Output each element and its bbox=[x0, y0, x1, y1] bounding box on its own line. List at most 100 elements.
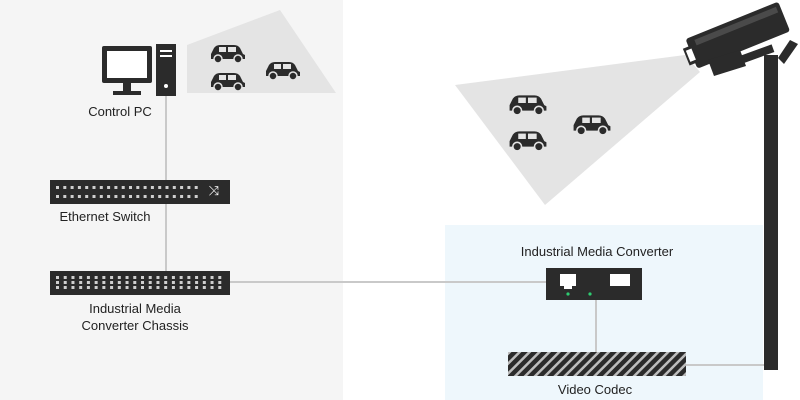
port-indicator bbox=[179, 281, 183, 284]
port-indicator bbox=[92, 195, 96, 198]
port-indicator bbox=[102, 281, 106, 284]
video-codec-label: Video Codec bbox=[557, 382, 633, 397]
port-indicator bbox=[187, 276, 191, 279]
port-indicator bbox=[107, 195, 111, 198]
port-indicator bbox=[164, 286, 168, 289]
chassis-label: Industrial Media Converter Chassis bbox=[60, 300, 210, 334]
security-camera-icon bbox=[682, 2, 798, 370]
port-indicator bbox=[218, 286, 222, 289]
port-indicator bbox=[141, 281, 144, 284]
port-indicator bbox=[218, 281, 222, 284]
ethernet-switch-device bbox=[50, 180, 230, 204]
port-indicator bbox=[117, 286, 121, 289]
port-indicator bbox=[71, 286, 75, 289]
port-indicator bbox=[148, 276, 152, 279]
port-indicator bbox=[195, 281, 199, 284]
port-indicator bbox=[150, 195, 154, 198]
port-indicator bbox=[117, 276, 121, 279]
port-indicator bbox=[202, 286, 206, 289]
port-indicator bbox=[218, 276, 222, 279]
port-indicator bbox=[202, 281, 206, 284]
port-indicator bbox=[125, 276, 129, 279]
port-indicator bbox=[110, 281, 114, 284]
port-indicator bbox=[165, 186, 169, 189]
port-indicator bbox=[195, 276, 199, 279]
port-indicator bbox=[187, 186, 191, 189]
port-indicator bbox=[56, 276, 59, 279]
port-indicator bbox=[156, 276, 160, 279]
port-indicator bbox=[63, 276, 67, 279]
port-indicator bbox=[79, 281, 83, 284]
port-indicator bbox=[85, 186, 89, 189]
media-converter-chassis-device bbox=[50, 271, 230, 295]
port-indicator bbox=[210, 276, 214, 279]
port-indicator bbox=[77, 195, 81, 198]
port-indicator bbox=[56, 186, 59, 189]
port-indicator bbox=[158, 186, 162, 189]
car-icon bbox=[211, 73, 245, 92]
port-indicator bbox=[187, 195, 191, 198]
converter-to-codec-line bbox=[595, 300, 597, 352]
video-codec-device bbox=[508, 352, 686, 376]
port-indicator bbox=[202, 276, 206, 279]
port-indicator bbox=[110, 276, 114, 279]
port-indicator bbox=[63, 186, 67, 189]
port-indicator bbox=[114, 186, 118, 189]
port-indicator bbox=[156, 286, 160, 289]
port-indicator bbox=[194, 195, 198, 198]
chassis-label-line2: Converter Chassis bbox=[81, 318, 189, 333]
port-indicator bbox=[63, 281, 67, 284]
port-indicator bbox=[102, 286, 106, 289]
port-indicator bbox=[210, 286, 214, 289]
port-indicator bbox=[148, 286, 152, 289]
port-indicator bbox=[172, 186, 176, 189]
port-indicator bbox=[102, 276, 106, 279]
port-indicator bbox=[114, 195, 118, 198]
port-indicator bbox=[165, 195, 169, 198]
port-indicator bbox=[129, 195, 132, 198]
port-indicator bbox=[70, 195, 74, 198]
port-indicator bbox=[150, 186, 154, 189]
port-indicator bbox=[86, 281, 90, 284]
port-indicator bbox=[179, 276, 183, 279]
car-icon bbox=[573, 115, 611, 136]
media-converter-label: Industrial Media Converter bbox=[520, 244, 674, 259]
port-indicator bbox=[94, 286, 98, 289]
port-indicator bbox=[180, 186, 184, 189]
port-indicator bbox=[94, 281, 98, 284]
port-indicator bbox=[179, 286, 183, 289]
port-indicator bbox=[164, 276, 168, 279]
port-indicator bbox=[63, 286, 67, 289]
shuffle-icon: ⤨ bbox=[208, 184, 220, 199]
port-indicator bbox=[210, 281, 214, 284]
port-indicator bbox=[187, 286, 191, 289]
pc-to-switch-line bbox=[165, 96, 167, 180]
port-indicator bbox=[79, 276, 83, 279]
port-indicator bbox=[187, 281, 191, 284]
port-indicator bbox=[136, 195, 140, 198]
port-indicator bbox=[77, 186, 81, 189]
control-pc-label: Control PC bbox=[88, 104, 152, 119]
switch-to-chassis-line bbox=[165, 203, 167, 273]
car-icon bbox=[211, 45, 245, 64]
chassis-label-line1: Industrial Media bbox=[89, 301, 181, 316]
port-indicator bbox=[121, 195, 125, 198]
port-indicator bbox=[92, 186, 96, 189]
port-indicator bbox=[56, 195, 59, 198]
port-indicator bbox=[71, 276, 75, 279]
port-indicator bbox=[70, 186, 74, 189]
port-indicator bbox=[158, 195, 162, 198]
port-indicator bbox=[156, 281, 160, 284]
port-indicator bbox=[141, 286, 144, 289]
computer-icon bbox=[102, 44, 176, 96]
port-indicator bbox=[143, 186, 147, 189]
port-indicator bbox=[141, 276, 144, 279]
port-indicator bbox=[117, 281, 121, 284]
port-indicator bbox=[86, 286, 90, 289]
car-icon bbox=[266, 62, 300, 81]
port-indicator bbox=[133, 286, 137, 289]
port-indicator bbox=[129, 186, 132, 189]
port-indicator bbox=[86, 276, 90, 279]
port-indicator bbox=[110, 286, 114, 289]
port-indicator bbox=[133, 276, 137, 279]
